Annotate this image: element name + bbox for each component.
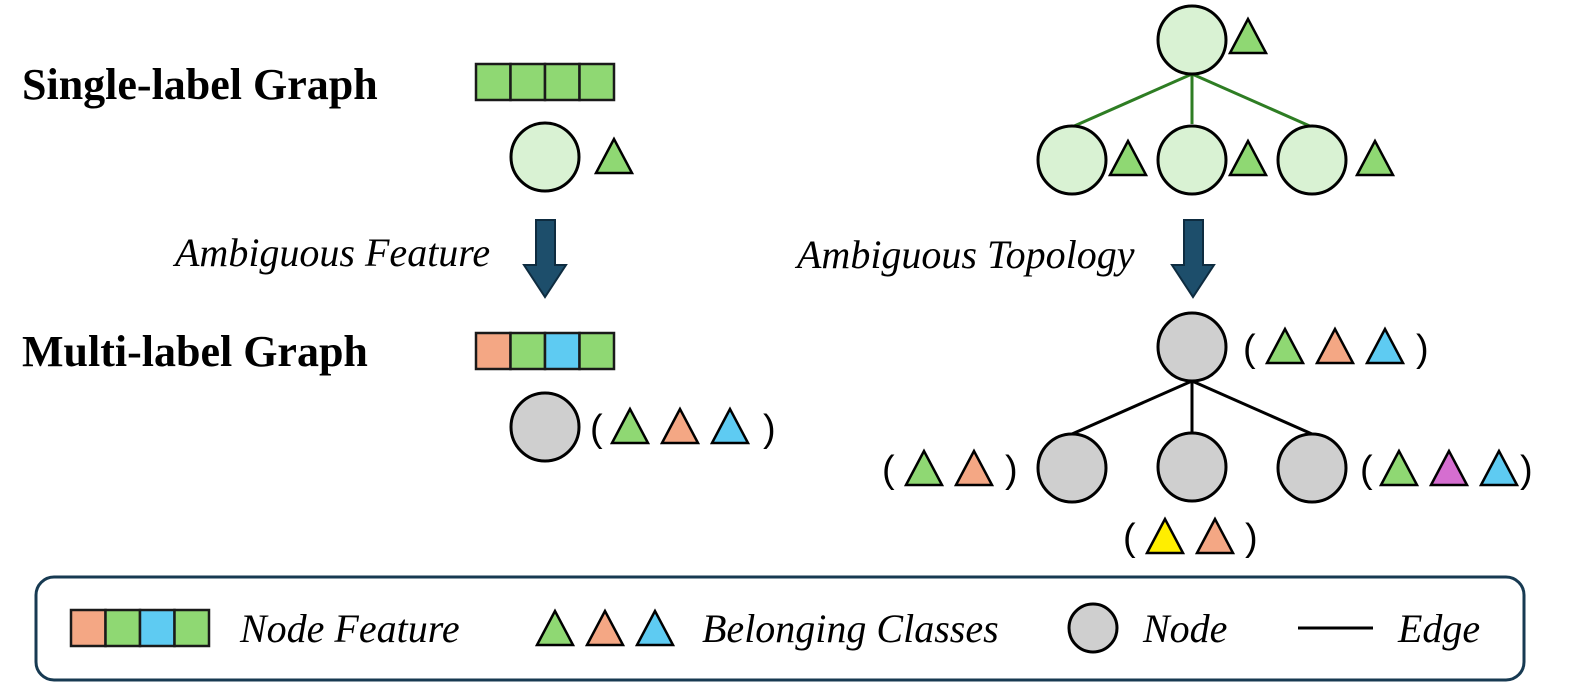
class-triangle-green — [903, 448, 945, 487]
single-label-graph-title: Single-label Graph — [22, 60, 378, 109]
multi-feature-vector — [474, 331, 616, 371]
single-tree-child-node — [1036, 124, 1108, 196]
class-triangle-blue — [709, 406, 751, 445]
single-tree-child-classes — [1227, 138, 1269, 177]
legend-belonging-classes-label: Belonging Classes — [702, 606, 999, 651]
close-paren: ) — [763, 408, 776, 450]
single-tree-child-node — [1156, 124, 1228, 196]
feature-cell-green — [509, 331, 547, 371]
feature-cell-green — [543, 62, 581, 102]
down-arrow-feature — [522, 219, 568, 299]
feature-cell-blue — [138, 608, 176, 648]
multi-tree-root-node — [1156, 311, 1228, 383]
feature-cell-blue — [543, 331, 581, 371]
legend-box — [34, 575, 1526, 682]
feature-cell-orange — [474, 331, 512, 371]
multi-tree-right-classes — [1378, 448, 1520, 487]
single-tree-root-classes — [1227, 16, 1269, 55]
multi-tree-middle-classes — [1144, 516, 1236, 555]
feature-cell-green — [509, 62, 547, 102]
feature-cell-green — [173, 608, 211, 648]
single-tree-root-node — [1156, 4, 1228, 76]
feature-cell-green — [578, 62, 616, 102]
feature-cell-orange — [69, 608, 107, 648]
open-paren: ( — [1360, 449, 1373, 491]
multi-tree-root-classes — [1264, 326, 1406, 365]
class-triangle-green — [1354, 138, 1396, 177]
class-triangle-blue — [1364, 326, 1406, 365]
open-paren: ( — [1123, 517, 1136, 559]
green-edge — [1071, 72, 1193, 129]
feature-cell-green — [104, 608, 142, 648]
single-tree-child-node — [1276, 124, 1348, 196]
class-triangle-green — [1227, 16, 1269, 55]
close-paren: ) — [1245, 517, 1258, 559]
feature-cell-green — [474, 62, 512, 102]
class-triangle-green — [1264, 326, 1306, 365]
class-triangle-blue — [1478, 448, 1520, 487]
black-edge — [1071, 379, 1193, 436]
legend-class-triangles — [534, 608, 676, 647]
green-edge — [1191, 72, 1313, 129]
multi-tree-left-classes — [903, 448, 995, 487]
class-triangle-orange — [953, 448, 995, 487]
class-triangle-yellow — [1144, 516, 1186, 555]
class-triangle-green — [1378, 448, 1420, 487]
class-triangle-blue — [634, 608, 676, 647]
single-node-classes — [593, 136, 635, 175]
class-triangle-green — [609, 406, 651, 445]
open-paren: ( — [1243, 328, 1256, 370]
single-tree-child-classes — [1107, 138, 1149, 177]
single-feature-vector — [474, 62, 616, 102]
legend-node-feature-label: Node Feature — [239, 606, 460, 651]
class-triangle-orange — [1194, 516, 1236, 555]
class-triangle-green — [534, 608, 576, 647]
single-label-node — [509, 121, 581, 193]
class-triangle-magenta — [1428, 448, 1470, 487]
class-triangle-green — [593, 136, 635, 175]
class-triangle-orange — [1314, 326, 1356, 365]
legend-node-label: Node — [1142, 606, 1227, 651]
multi-label-graph-title: Multi-label Graph — [22, 327, 368, 376]
multi-tree-right-node — [1276, 432, 1348, 504]
legend-edge-label: Edge — [1397, 606, 1480, 651]
multi-label-node — [509, 391, 581, 463]
open-paren: ( — [882, 449, 895, 491]
class-triangle-orange — [584, 608, 626, 647]
open-paren: ( — [590, 408, 603, 450]
black-edge — [1191, 379, 1313, 436]
feature-cell-green — [578, 331, 616, 371]
down-arrow-topology — [1170, 219, 1216, 299]
close-paren: ) — [1005, 449, 1018, 491]
multi-tree-left-node — [1036, 432, 1108, 504]
class-triangle-orange — [659, 406, 701, 445]
legend-node-icon — [1067, 602, 1119, 654]
close-paren: ) — [1416, 328, 1429, 370]
class-triangle-green — [1227, 138, 1269, 177]
legend-feature-vector — [69, 608, 211, 648]
class-triangle-green — [1107, 138, 1149, 177]
ambiguous-feature-label: Ambiguous Feature — [172, 230, 490, 275]
multi-tree-middle-node — [1156, 431, 1228, 503]
multi-node-classes — [609, 406, 751, 445]
ambiguous-topology-label: Ambiguous Topology — [794, 232, 1135, 277]
single-tree-child-classes — [1354, 138, 1396, 177]
close-paren: ) — [1520, 449, 1533, 491]
